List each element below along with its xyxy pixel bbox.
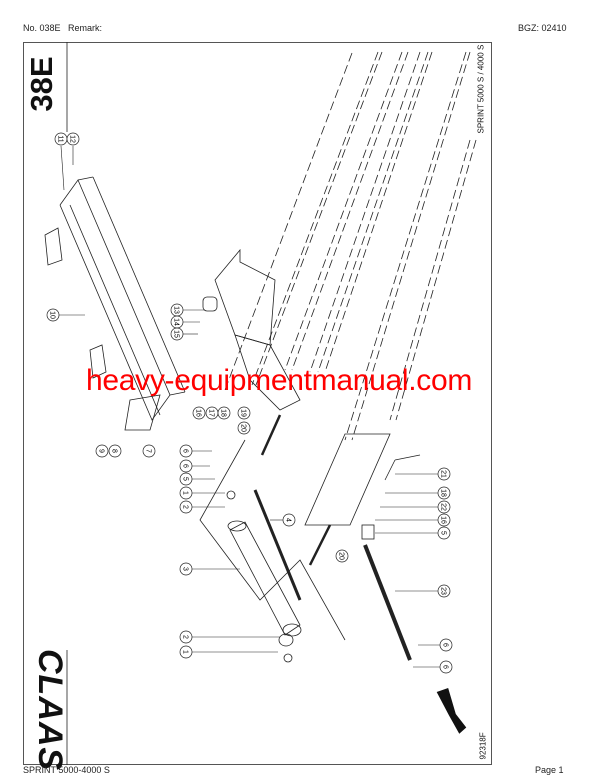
callout-15: 15 xyxy=(170,327,184,341)
callout-16: 16 xyxy=(192,406,206,420)
bolt-part-20 xyxy=(260,414,282,456)
footer-page: Page 1 xyxy=(535,765,564,775)
callout-label: 3 xyxy=(182,567,189,571)
callout-6: 6 xyxy=(179,444,193,458)
page-code: 38E xyxy=(24,56,59,112)
callout-label: 20 xyxy=(240,424,247,432)
callout-16: 16 xyxy=(437,513,451,527)
callout-label: 5 xyxy=(182,477,189,481)
callout-label: 6 xyxy=(442,665,449,669)
callout-5: 5 xyxy=(179,472,193,486)
callout-5: 5 xyxy=(437,526,451,540)
callout-1: 1 xyxy=(179,645,193,659)
callout-17: 17 xyxy=(205,406,219,420)
model-caption: SPRINT 5000 S / 4000 S xyxy=(476,44,486,134)
callout-4: 4 xyxy=(282,513,296,527)
callout-label: 14 xyxy=(173,318,180,326)
callout-8: 8 xyxy=(108,444,122,458)
callout-label: 6 xyxy=(182,464,189,468)
callout-20: 20 xyxy=(237,421,251,435)
rod-part-23 xyxy=(363,544,412,661)
callout-label: 13 xyxy=(173,306,180,314)
callout-21: 21 xyxy=(437,467,451,481)
callout-label: 5 xyxy=(440,531,447,535)
callout-7: 7 xyxy=(142,444,156,458)
callout-label: 6 xyxy=(442,643,449,647)
callout-13: 13 xyxy=(170,303,184,317)
callout-label: 2 xyxy=(182,505,189,509)
callout-label: 16 xyxy=(440,516,447,524)
callout-19: 19 xyxy=(237,406,251,420)
claas-logo: CLAAS xyxy=(31,649,69,772)
callout-label: 7 xyxy=(145,449,152,453)
callout-14: 14 xyxy=(170,315,184,329)
callout-18: 18 xyxy=(217,406,231,420)
frame-part-10 xyxy=(44,176,186,431)
callout-6: 6 xyxy=(439,660,453,674)
plate-part-5 xyxy=(361,524,375,540)
callout-label: 1 xyxy=(182,650,189,654)
doc-number: No. 038E Remark: xyxy=(23,23,102,34)
callout-6: 6 xyxy=(179,459,193,473)
callout-label: 17 xyxy=(208,409,215,417)
callout-label: 21 xyxy=(440,470,447,478)
bolt-part-20b xyxy=(308,524,332,566)
footer-model: SPRINT 5000-4000 S xyxy=(23,765,110,775)
guide-plate-outline xyxy=(199,439,346,641)
dashed-rails xyxy=(224,51,477,441)
slide-bracket xyxy=(304,433,391,526)
callout-label: 22 xyxy=(440,503,447,511)
callout-label: 19 xyxy=(240,409,247,417)
callout-label: 12 xyxy=(69,135,76,143)
leader-lines xyxy=(59,145,440,668)
roller-part-3 xyxy=(226,490,302,663)
callout-label: 15 xyxy=(173,330,180,338)
callout-9: 9 xyxy=(95,444,109,458)
callout-label: 18 xyxy=(220,409,227,417)
shaft-part-4 xyxy=(253,489,302,601)
doc-no: No. 038E xyxy=(23,23,61,33)
callout-11: 11 xyxy=(54,132,68,146)
callout-label: 1 xyxy=(182,491,189,495)
callout-2: 2 xyxy=(179,630,193,644)
bracket-assembly xyxy=(202,248,301,411)
callout-label: 23 xyxy=(440,587,447,595)
callout-label: 2 xyxy=(182,635,189,639)
remark-label: Remark: xyxy=(68,23,103,33)
callout-label: 8 xyxy=(111,449,118,453)
callout-12: 12 xyxy=(66,132,80,146)
bgz-code: BGZ: 02410 xyxy=(518,23,567,33)
callout-label: 4 xyxy=(285,518,292,522)
callout-label: 9 xyxy=(98,449,105,453)
callout-23: 23 xyxy=(437,584,451,598)
callout-label: 11 xyxy=(57,135,64,142)
callout-3: 3 xyxy=(179,562,193,576)
drawing-number: 92318F xyxy=(478,732,488,760)
callout-6: 6 xyxy=(439,638,453,652)
drawing-frame xyxy=(23,42,492,765)
callout-18: 18 xyxy=(437,486,451,500)
callout-label: 18 xyxy=(440,489,447,497)
callout-1: 1 xyxy=(179,486,193,500)
callout-label: 10 xyxy=(49,311,56,319)
callout-label: 6 xyxy=(182,449,189,453)
callout-2: 2 xyxy=(179,500,193,514)
callout-label: 16 xyxy=(195,409,202,417)
watermark: heavy-equipmentmanual.com xyxy=(86,364,473,397)
callout-10: 10 xyxy=(46,308,60,322)
callout-22: 22 xyxy=(437,500,451,514)
callout-20: 20 xyxy=(335,549,349,563)
direction-arrow xyxy=(436,687,467,734)
callout-label: 20 xyxy=(338,552,345,560)
